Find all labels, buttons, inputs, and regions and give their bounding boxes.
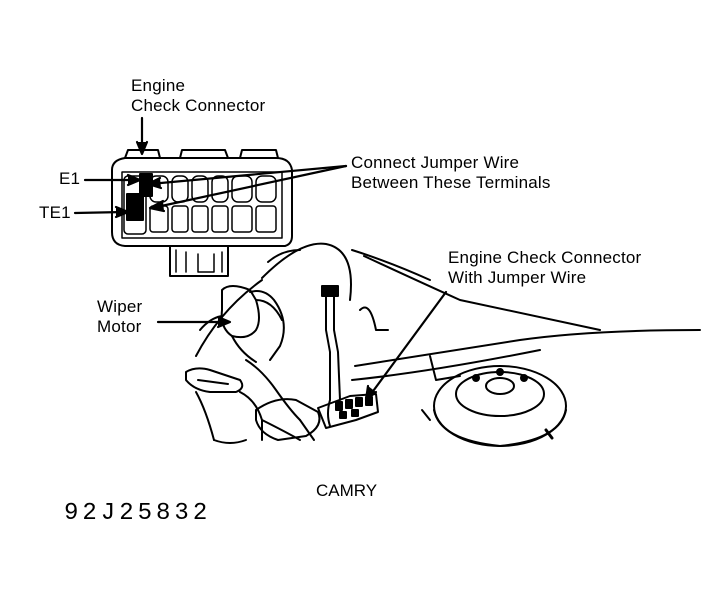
strut-tower: [421, 365, 567, 447]
connect-jumper-line-1: Connect Jumper Wire: [351, 153, 520, 172]
bay-connector: [317, 393, 379, 429]
engine-check-with-jumper-line-2: With Jumper Wire: [448, 268, 587, 287]
wiper-motor-line-2: Motor: [97, 317, 142, 336]
connector-callout-lines: [73, 116, 348, 219]
wiper-motor-line-1: Wiper: [97, 297, 143, 316]
wiper-motor-label: Wiper Motor: [97, 297, 142, 337]
engine-check-connector-label: Engine Check Connector: [131, 76, 265, 116]
connect-jumper-line-2: Between These Terminals: [351, 173, 551, 192]
engine-check-connector-line-1: Engine: [131, 76, 186, 95]
engine-check-connector-line-2: Check Connector: [131, 96, 266, 115]
connect-jumper-label: Connect Jumper Wire Between These Termin…: [351, 153, 551, 193]
figure-id: 92J25832: [64, 500, 212, 527]
te1-label: TE1: [39, 203, 71, 222]
connector-detail-drawing: [111, 149, 293, 277]
vehicle-caption: CAMRY: [316, 481, 378, 500]
e1-label: E1: [59, 169, 81, 188]
bay-callout-lines: [156, 290, 448, 402]
engine-bay-drawing: [185, 242, 701, 447]
te1-terminal: [126, 193, 144, 221]
engine-check-with-jumper-line-1: Engine Check Connector: [448, 248, 642, 267]
engine-check-with-jumper-label: Engine Check Connector With Jumper Wire: [448, 248, 641, 288]
